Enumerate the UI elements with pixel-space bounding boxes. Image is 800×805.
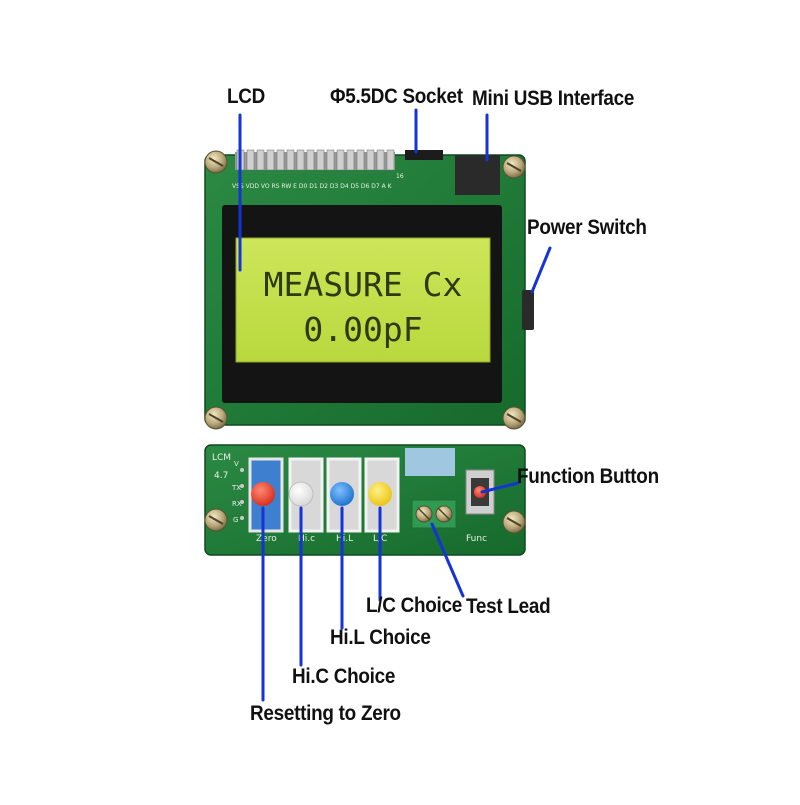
side-label-4-7: 4.7: [214, 471, 228, 481]
callout-lines: [238, 108, 552, 702]
callout-function-button: Function Button: [517, 465, 659, 488]
button-hi-l[interactable]: [326, 457, 362, 533]
screw-mid-right: [502, 406, 526, 430]
label-hi-l: Hi.L: [336, 534, 353, 544]
mounting-screws: [204, 150, 526, 534]
callout-hil-choice: Hi.L Choice: [330, 626, 431, 649]
relay-block: [405, 448, 455, 476]
lcd-screen: [235, 237, 491, 363]
screw-top-right: [502, 155, 526, 179]
screw-bottom-right: [502, 510, 526, 534]
dc-socket: [405, 150, 443, 160]
screw-mid-left: [204, 406, 228, 430]
screw-bottom-left: [204, 508, 228, 532]
callout-lcd: LCD: [227, 85, 266, 108]
callout-dc-socket: Φ5.5DC Socket: [330, 85, 463, 108]
callout-lc-choice: L/C Choice: [366, 594, 463, 617]
side-label-rx: RX: [232, 500, 242, 508]
side-label-v: V: [234, 460, 239, 468]
screw-top-left: [204, 150, 228, 174]
button-hi-c[interactable]: [288, 457, 324, 533]
callout-test-lead: Test Lead: [466, 595, 551, 618]
callout-hic-choice: Hi.C Choice: [292, 665, 396, 688]
header-pins: [235, 149, 395, 171]
leader-power-switch: [530, 246, 552, 294]
button-zero[interactable]: [248, 457, 284, 533]
lcd-line-1: MEASURE Cx: [264, 265, 463, 304]
button-l-c[interactable]: [364, 457, 400, 533]
callout-reset-zero: Resetting to Zero: [250, 702, 401, 725]
label-zero: Zero: [256, 534, 277, 544]
pin-16-label: 16: [396, 173, 404, 180]
lcd-line-2: 0.00pF: [303, 310, 422, 349]
leader-function-button: [480, 481, 520, 494]
label-func: Func: [466, 534, 487, 544]
power-switch[interactable]: [522, 290, 534, 330]
callout-mini-usb: Mini USB Interface: [472, 87, 635, 110]
side-label-tx: TX: [231, 484, 241, 492]
label-hi-c: Hi.c: [298, 534, 315, 544]
leader-test-lead: [430, 522, 465, 598]
mini-usb-port: [455, 155, 500, 195]
base-board: LCM 4.7 V TX RX G Zer: [204, 444, 526, 556]
callout-power-switch: Power Switch: [527, 216, 647, 239]
test-lead-terminal: [411, 499, 457, 529]
function-button[interactable]: [465, 469, 495, 515]
side-label-g: G: [233, 516, 238, 524]
side-label-lcm: LCM: [212, 453, 231, 463]
pin-labels: VSS VDD VO RS RW E D0 D1 D2 D3 D4 D5 D6 …: [232, 183, 393, 190]
lcd-module-board: VSS VDD VO RS RW E D0 D1 D2 D3 D4 D5 D6 …: [204, 149, 534, 426]
